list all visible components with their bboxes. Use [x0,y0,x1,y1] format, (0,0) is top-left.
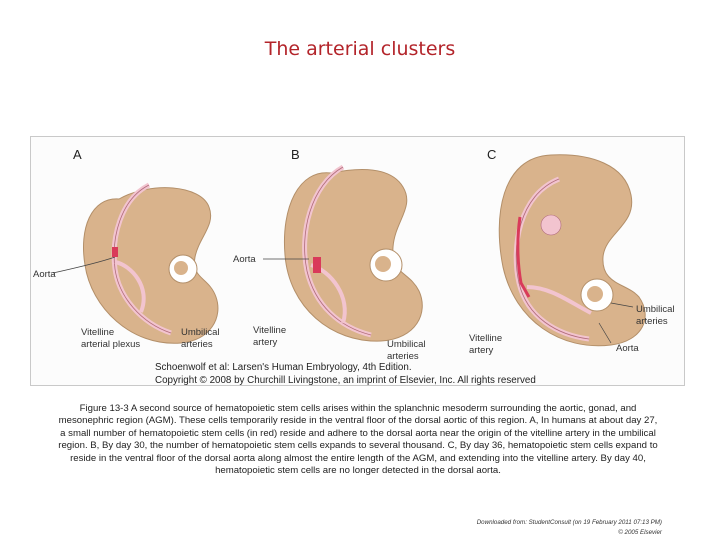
label-vitelline-b-1: Vitelline [253,325,286,336]
panel-label-b: B [291,147,300,162]
embryo-c [498,154,646,347]
label-aorta-c: Aorta [616,343,639,354]
label-umbilical-c-2: arteries [636,316,668,327]
label-aorta-a: Aorta [33,269,56,280]
footer-copyright-line: © 2005 Elsevier [618,529,662,536]
label-vitelline-plexus-2: arterial plexus [81,339,140,350]
panel-label-c: C [487,147,496,162]
label-aorta-b: Aorta [233,254,256,265]
label-umbilical-b-1: Umbilical [387,339,426,350]
stem-cells-c [516,216,531,298]
label-umbilical-a-1: Umbilical [181,327,220,338]
slide-title: The arterial clusters [264,38,456,60]
footer-download-line: Downloaded from: StudentConsult (on 19 F… [476,519,662,526]
label-vitelline-c-2: artery [469,345,494,356]
figure-credit-source: Schoenwolf et al: Larsen's Human Embryol… [155,362,412,373]
source-footer: Downloaded from: StudentConsult (on 19 F… [477,518,662,538]
embryo-a [52,182,219,344]
stem-cells-a [112,247,118,257]
embryo-figure: A Aorta Vitelline arterial plexus Umbili… [30,136,685,386]
label-umbilical-b-2: arteries [387,351,419,362]
embryo-diagram: A Aorta Vitelline arterial plexus Umbili… [33,147,675,386]
figure-credit-copyright: Copyright © 2008 by Churchill Livingston… [155,375,536,386]
label-vitelline-b-2: artery [253,337,278,348]
label-vitelline-plexus-1: Vitelline [81,327,114,338]
label-umbilical-a-2: arteries [181,339,213,350]
label-vitelline-c-1: Vitelline [469,333,502,344]
label-umbilical-c-1: Umbilical [636,304,675,315]
panel-label-a: A [73,147,82,162]
stem-cells-b [313,257,321,273]
embryo-b [263,164,423,342]
figure-caption: Figure 13-3 A second source of hematopoi… [58,403,658,477]
